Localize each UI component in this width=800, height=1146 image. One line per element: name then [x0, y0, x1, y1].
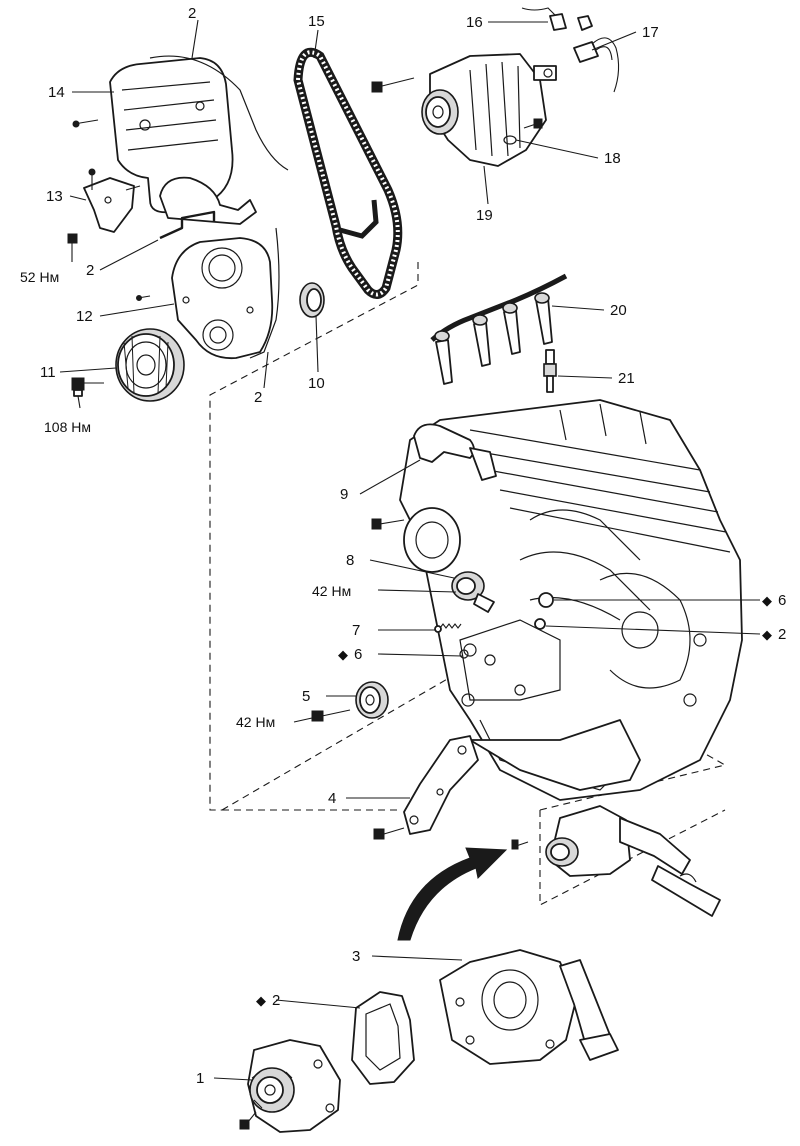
torque-108: 108 Нм	[44, 419, 91, 435]
spark-plug	[543, 349, 557, 393]
label-2-bottom: 2	[272, 992, 280, 1009]
crankshaft-pulley	[115, 328, 185, 402]
label-10: 10	[308, 375, 325, 392]
assembly-arrow-icon	[397, 847, 508, 941]
wiring-connector	[573, 37, 620, 93]
cover-bolt-icon	[72, 119, 99, 128]
label-14: 14	[48, 84, 65, 101]
tensioner-spring	[434, 623, 462, 633]
torque-42-tensioner: 42 Нм	[312, 583, 351, 599]
replace-marker-2-engine: ◆	[762, 627, 772, 642]
water-pump	[247, 1039, 341, 1133]
label-4: 4	[328, 790, 336, 807]
label-8: 8	[346, 552, 354, 569]
pump-gasket	[351, 991, 415, 1085]
label-1: 1	[196, 1070, 204, 1087]
engine-mount-bracket	[83, 168, 141, 233]
callout-labels: 2 14 13 2 12 11 2 10 15 16 17 18 19 20 2…	[40, 5, 786, 1087]
alternator-bolt-icon	[371, 77, 415, 93]
oil-seal	[299, 282, 325, 318]
label-19: 19	[476, 207, 493, 224]
alternator-bolt-icon-2	[523, 118, 543, 129]
label-13: 13	[46, 188, 63, 205]
replace-marker-2-bottom: ◆	[256, 993, 266, 1008]
label-2-top: 2	[188, 5, 196, 22]
torque-42-idler: 42 Нм	[236, 714, 275, 730]
label-2-engine: 2	[778, 626, 786, 643]
label-9: 9	[340, 486, 348, 503]
upper-timing-cover	[109, 55, 289, 225]
label-18: 18	[604, 150, 621, 167]
label-20: 20	[610, 302, 627, 319]
label-5: 5	[302, 688, 310, 705]
wire-terminal	[521, 7, 593, 31]
water-outlet-bolt-icon	[371, 518, 405, 530]
label-2-mid: 2	[254, 389, 262, 406]
replace-marker-6-left: ◆	[338, 647, 348, 662]
bracket-bolt-icon	[67, 233, 78, 252]
cover-bolt-icon-2	[136, 295, 151, 301]
replace-marker-6-right: ◆	[762, 593, 772, 608]
pump-bolt-icon-2	[239, 1111, 257, 1130]
label-21: 21	[618, 370, 635, 387]
water-pump-assembly-installed	[545, 805, 721, 917]
label-11: 11	[40, 364, 56, 381]
leader-lines	[59, 19, 761, 1081]
ignition-wires	[430, 273, 568, 385]
idler-pulley	[355, 681, 389, 719]
label-6-left: 6	[354, 646, 362, 663]
water-inlet-housing	[439, 949, 619, 1065]
torque-labels: 52 Нм 108 Нм 42 Нм 42 Нм	[20, 269, 351, 730]
pulley-bolt-icon	[71, 377, 104, 397]
idler-bolt-icon	[311, 709, 351, 722]
label-15: 15	[308, 13, 325, 30]
label-16: 16	[466, 14, 483, 31]
pump-bolt-icon	[511, 839, 529, 850]
timing-belt	[293, 47, 403, 299]
label-3: 3	[352, 948, 360, 965]
alternator-bracket	[403, 735, 479, 835]
alternator	[421, 53, 557, 167]
lower-timing-cover	[171, 227, 280, 360]
timing-belt-tensioner	[451, 571, 495, 613]
timing-cover-gasket	[159, 210, 216, 240]
label-2-left: 2	[86, 262, 94, 279]
label-7: 7	[352, 622, 360, 639]
bracket-bolt-icon-2	[373, 827, 405, 840]
label-12: 12	[76, 308, 93, 325]
label-17: 17	[642, 24, 659, 41]
label-6-right: 6	[778, 592, 786, 609]
torque-52: 52 Нм	[20, 269, 59, 285]
